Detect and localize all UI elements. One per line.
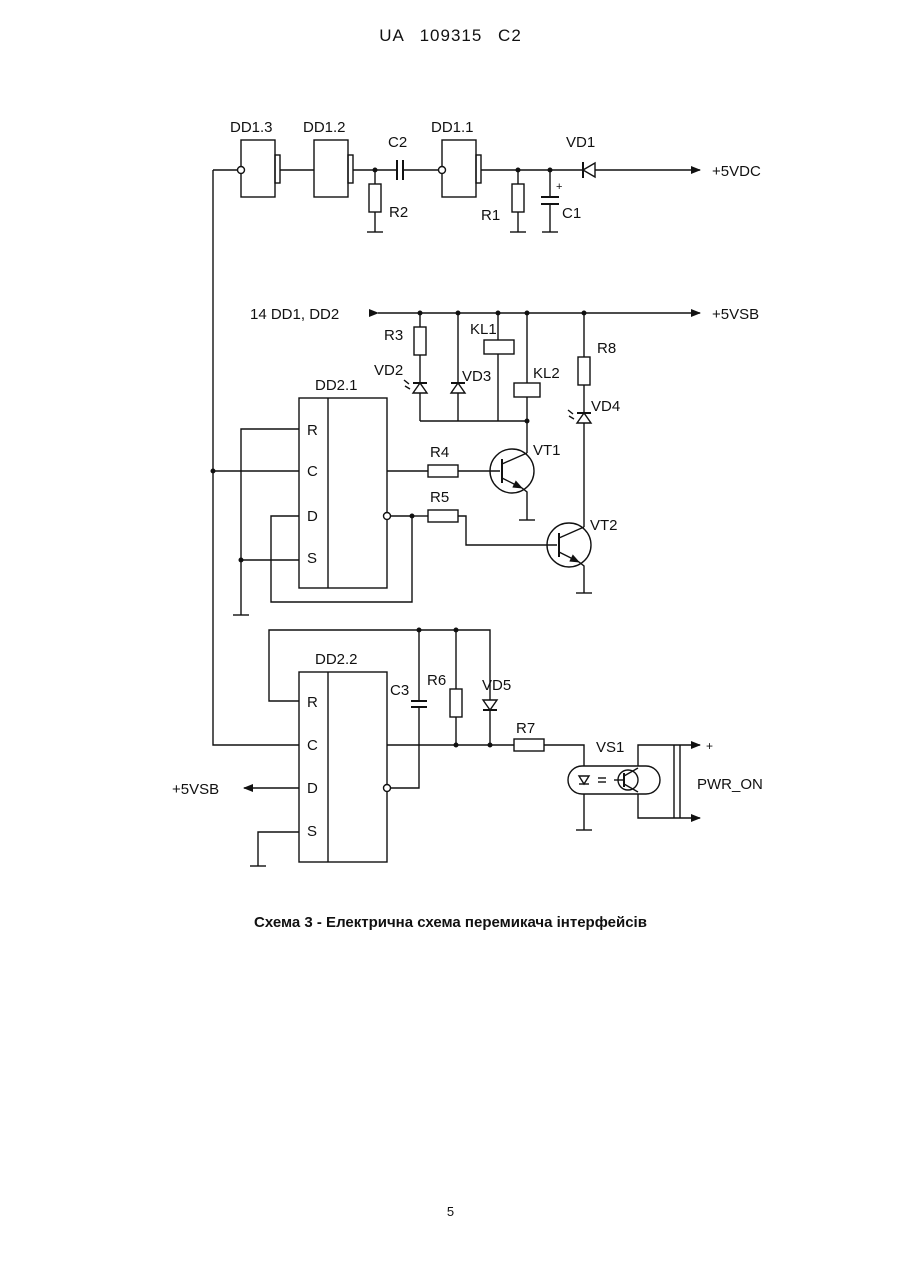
resistor-r8 (578, 357, 590, 385)
resistor-r7 (514, 739, 544, 751)
label-r3: R3 (384, 327, 403, 344)
label-r6: R6 (427, 672, 446, 689)
diode-vd1 (583, 162, 595, 178)
label-c1: C1 (562, 205, 581, 222)
led-vd2 (404, 380, 427, 393)
dd2-2-pin-s: S (307, 823, 317, 840)
optocoupler-vs1 (568, 766, 660, 794)
middle-section: 14 DD1, DD2 +5VSB R3 VD2 VD3 KL1 (211, 306, 759, 615)
dd2-2-pin-c: C (307, 737, 318, 754)
figure-caption: Схема 3 - Електрична схема перемикача ін… (0, 914, 901, 931)
label-r7: R7 (516, 720, 535, 737)
label-vt2: VT2 (590, 517, 618, 534)
top-section: DD1.3 DD1.2 R2 C2 DD1.1 (213, 119, 761, 745)
label-dd2-2: DD2.2 (315, 651, 358, 668)
label-r4: R4 (430, 444, 449, 461)
label-kl2: KL2 (533, 365, 560, 382)
label-vd3: VD3 (462, 368, 491, 385)
label-r2: R2 (389, 204, 408, 221)
resistor-r5 (428, 510, 458, 522)
relay-kl1 (484, 340, 514, 354)
capacitor-c3 (411, 701, 427, 707)
label-c3: C3 (390, 682, 409, 699)
label-5vdc: +5VDC (712, 163, 761, 180)
gate-dd1-2 (314, 140, 353, 197)
label-kl1: KL1 (470, 321, 497, 338)
label-vd2: VD2 (374, 362, 403, 379)
label-supply-dd: 14 DD1, DD2 (250, 306, 339, 323)
label-r1: R1 (481, 207, 500, 224)
label-output-plus: + (706, 739, 713, 753)
capacitor-c2 (397, 160, 403, 180)
dd2-2-pin-d: D (307, 780, 318, 797)
label-c2: C2 (388, 134, 407, 151)
resistor-r6 (450, 689, 462, 717)
resistor-r2 (369, 184, 381, 212)
label-5vsb-left: +5VSB (172, 781, 219, 798)
label-vd4: VD4 (591, 398, 620, 415)
dd2-1-pin-c: C (307, 463, 318, 480)
label-dd1-1: DD1.1 (431, 119, 474, 136)
label-vs1: VS1 (596, 739, 624, 756)
resistor-r3 (414, 327, 426, 355)
label-dd1-2: DD1.2 (303, 119, 346, 136)
led-vd4 (568, 410, 591, 423)
bottom-section: DD2.2 R C D S C3 R6 VD5 (172, 628, 763, 866)
label-vd5: VD5 (482, 677, 511, 694)
dd2-1-pin-s: S (307, 550, 317, 567)
diode-vd5 (483, 700, 497, 710)
dd2-1-pin-d: D (307, 508, 318, 525)
capacitor-c1 (541, 170, 559, 232)
label-r5: R5 (430, 489, 449, 506)
label-c1-plus: + (556, 181, 562, 193)
label-vd1: VD1 (566, 134, 595, 151)
resistor-r4 (428, 465, 458, 477)
label-5vsb-top: +5VSB (712, 306, 759, 323)
relay-kl2 (514, 383, 540, 397)
gate-dd1-1 (439, 140, 482, 197)
dd2-2-pin-r: R (307, 694, 318, 711)
label-r8: R8 (597, 340, 616, 357)
label-vt1: VT1 (533, 442, 561, 459)
label-dd1-3: DD1.3 (230, 119, 273, 136)
label-dd2-1: DD2.1 (315, 377, 358, 394)
page-number: 5 (0, 1204, 901, 1219)
dd2-1-pin-r: R (307, 422, 318, 439)
label-pwr-on: PWR_ON (697, 776, 763, 793)
gate-dd1-3 (238, 140, 281, 197)
resistor-r1 (512, 184, 524, 212)
